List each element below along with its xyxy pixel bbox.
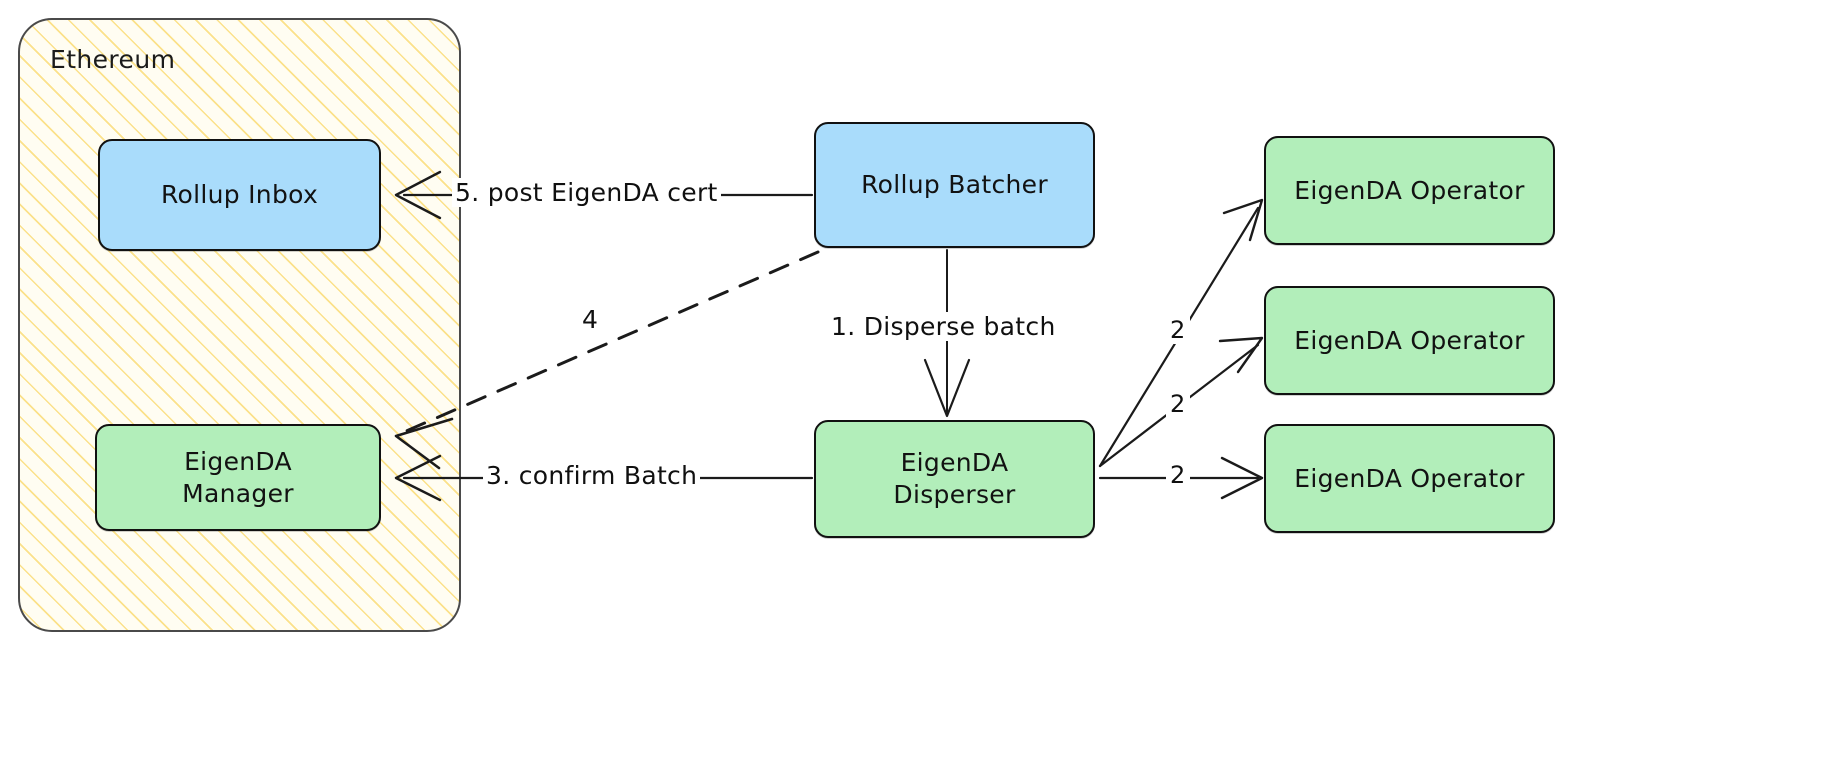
edge-label-disperse-batch: 1. Disperse batch bbox=[827, 312, 1060, 341]
edge-label-confirm-batch: 3. confirm Batch bbox=[483, 461, 701, 490]
edge-label-store-op-2: 2 bbox=[1166, 390, 1190, 418]
edge-label-store-op-1: 2 bbox=[1166, 316, 1190, 344]
group-ethereum bbox=[18, 18, 461, 632]
edge-label-store-op-3: 2 bbox=[1166, 461, 1190, 489]
node-eigenda-disperser[interactable]: EigenDA Disperser bbox=[814, 420, 1095, 538]
node-eigenda-operator-2[interactable]: EigenDA Operator bbox=[1264, 286, 1555, 395]
edge-label-step-four: 4 bbox=[578, 305, 603, 334]
node-rollup-inbox[interactable]: Rollup Inbox bbox=[98, 139, 381, 251]
node-eigenda-operator-1[interactable]: EigenDA Operator bbox=[1264, 136, 1555, 245]
edge-label-post-cert: 5. post EigenDA cert bbox=[452, 178, 721, 207]
group-ethereum-label: Ethereum bbox=[50, 45, 176, 74]
node-rollup-batcher[interactable]: Rollup Batcher bbox=[814, 122, 1095, 248]
node-eigenda-manager[interactable]: EigenDA Manager bbox=[95, 424, 381, 531]
node-eigenda-operator-3[interactable]: EigenDA Operator bbox=[1264, 424, 1555, 533]
